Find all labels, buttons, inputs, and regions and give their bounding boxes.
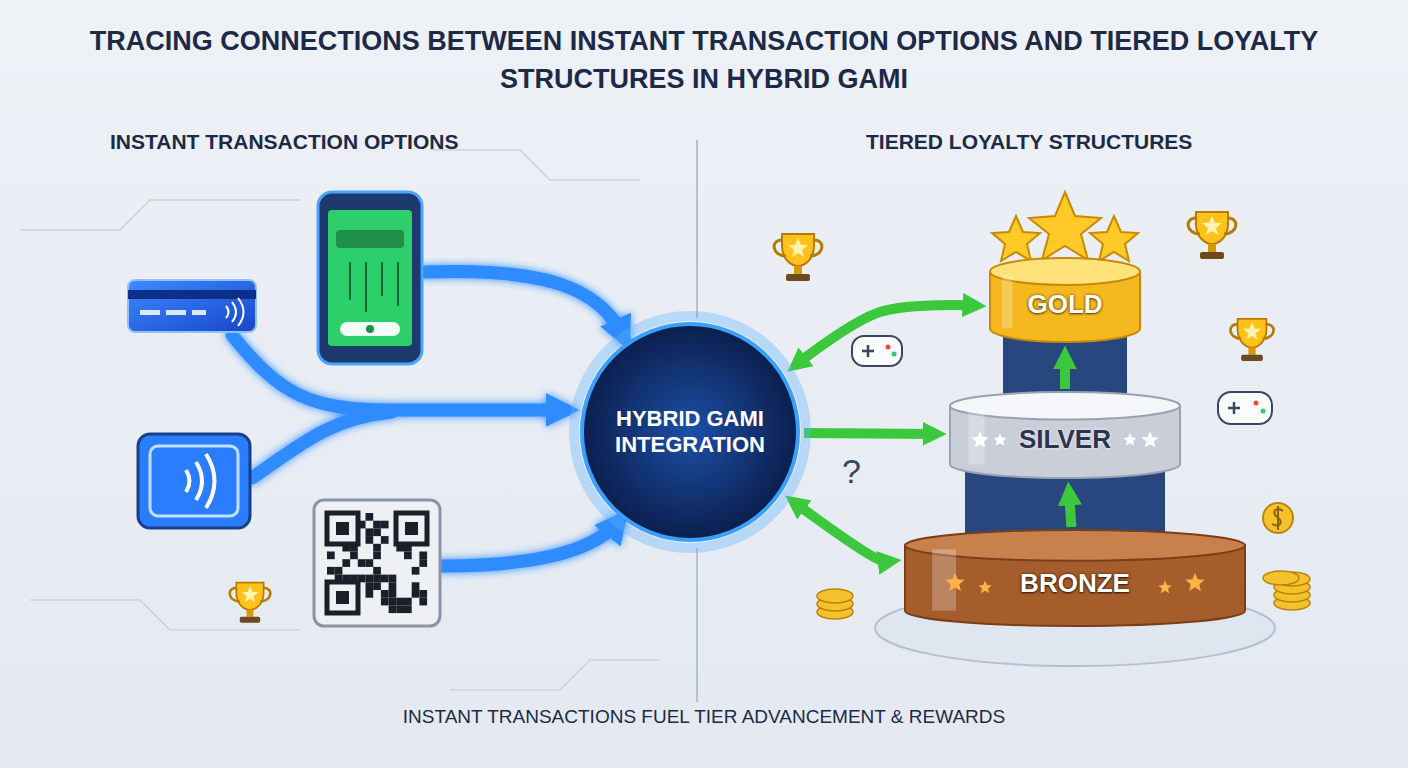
trophy-icons [230, 212, 1274, 623]
integration-hub: HYBRID GAMI INTEGRATION [580, 322, 800, 542]
node-label: BRONZE [1020, 568, 1130, 599]
node-label: HYBRID GAMI INTEGRATION [592, 406, 788, 459]
silver-tier: SILVER [950, 392, 1180, 478]
caption: INSTANT TRANSACTIONS FUEL TIER ADVANCEME… [200, 706, 1208, 728]
circuit-lines [20, 150, 660, 690]
node-label: GOLD [1027, 289, 1102, 320]
divider [696, 140, 698, 318]
tier-connector [1069, 491, 1072, 527]
silver-stars [971, 431, 1158, 447]
transaction-arrows [232, 271, 624, 566]
tier-connector [1060, 355, 1070, 389]
stars [992, 192, 1138, 261]
tier-stack [875, 332, 1275, 666]
tier-connector [795, 305, 977, 366]
gold-tier: GOLD [990, 258, 1140, 342]
divider [696, 548, 698, 702]
contactless-icon [138, 434, 250, 528]
bronze-stars [945, 573, 1204, 593]
bronze-tier: BRONZE [905, 530, 1245, 626]
credit-card-icon [128, 280, 256, 332]
question-mark: ? [842, 452, 872, 491]
tier-connector [793, 501, 892, 561]
section-heading: INSTANT TRANSACTION OPTIONS [110, 130, 630, 154]
phone-icon [318, 192, 422, 364]
controller-icons [852, 336, 1272, 424]
qr-code-icon [314, 500, 440, 626]
section-heading: TIERED LOYALTY STRUCTURES [866, 130, 1286, 154]
tier-connector [804, 433, 937, 434]
title: TRACING CONNECTIONS BETWEEN INSTANT TRAN… [60, 22, 1348, 98]
node-label: SILVER [1019, 424, 1111, 455]
